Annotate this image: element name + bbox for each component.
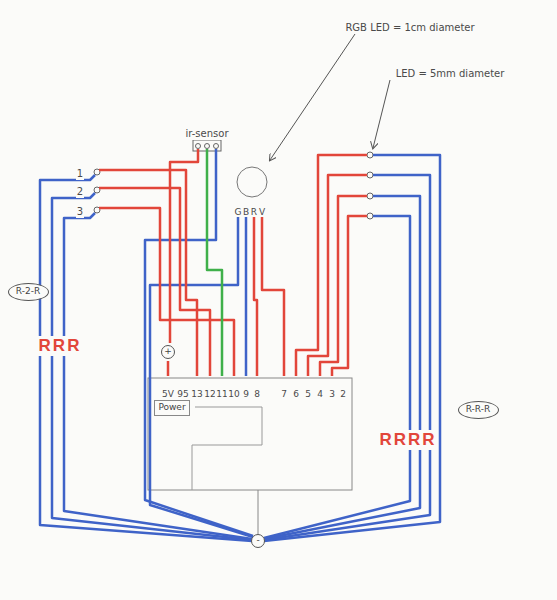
- pin-number-wrap: 95: [176, 382, 189, 401]
- resistor-note-wrap: RRRR: [378, 430, 437, 450]
- part-name: ir-sensor: [185, 128, 230, 140]
- pin-number: 3: [328, 389, 336, 399]
- led-number: 3: [76, 206, 84, 218]
- arduino-board: [148, 378, 352, 490]
- ground-terminal-text: -: [256, 536, 259, 546]
- rgb-led: [237, 167, 267, 197]
- resistor-tag: R-2-R: [8, 283, 49, 301]
- pin-number-wrap: 7: [280, 382, 288, 401]
- power-jack: Power: [154, 400, 190, 416]
- board-outline: [192, 407, 262, 490]
- ir-pin: [214, 144, 219, 149]
- power-jack-text: Power: [158, 403, 185, 413]
- pin-number-wrap: 4: [316, 382, 324, 401]
- ground-line: [258, 490, 259, 534]
- pin-number-wrap: 5: [304, 382, 312, 401]
- pin-number: 8: [253, 389, 261, 399]
- pin-number: 95: [176, 389, 189, 399]
- part-name-wrap: ir-sensor: [185, 122, 230, 141]
- pin-name: B: [242, 207, 250, 217]
- pin-number: 6: [292, 389, 300, 399]
- plus-terminal-text: +: [164, 347, 172, 357]
- plus-terminal: +: [161, 345, 175, 359]
- pin-number: 2: [339, 389, 347, 399]
- pin-number-wrap: 8: [253, 382, 261, 401]
- pin-number-wrap: 3: [328, 382, 336, 401]
- callout-note-wrap: RGB LED = 1cm diameter: [344, 16, 475, 35]
- pin-number-wrap: 13: [190, 382, 203, 401]
- resistor-tag: R-R-R: [458, 401, 499, 419]
- resistor-tag-text: R-R-R: [466, 405, 491, 415]
- ground-wires: [40, 149, 440, 541]
- pin-number: 9: [242, 389, 250, 399]
- pin-number: 5: [304, 389, 312, 399]
- pin-number: 4: [316, 389, 324, 399]
- pin-name: R: [250, 207, 258, 217]
- resistor-note: RRR: [38, 336, 83, 356]
- signal-wires: [99, 149, 367, 376]
- led-number: 1: [76, 168, 84, 180]
- callout-note: RGB LED = 1cm diameter: [344, 22, 475, 34]
- pin-number-wrap: 2: [339, 382, 347, 401]
- led-number-wrap: 2: [76, 180, 84, 199]
- pin-number-wrap: 6: [292, 382, 300, 401]
- data-wire: [207, 149, 222, 376]
- resistor-note-wrap: RRR: [38, 336, 83, 356]
- callout-note-wrap: LED = 5mm diameter: [395, 62, 506, 81]
- pin-number-wrap: 10: [227, 382, 240, 401]
- leader-arrow: [373, 80, 390, 148]
- pin-number: 13: [190, 389, 203, 399]
- pin-name: V: [258, 207, 266, 217]
- pin-number: 7: [280, 389, 288, 399]
- pin-number-wrap: 9: [242, 382, 250, 401]
- pin-name-wrap: B: [242, 200, 250, 219]
- resistor-note: RRRR: [378, 430, 437, 450]
- pin-number: 10: [227, 389, 240, 399]
- pin-number-wrap: 5V: [161, 382, 175, 401]
- led-number-wrap: 3: [76, 200, 84, 219]
- callout-note: LED = 5mm diameter: [395, 68, 506, 80]
- led-number: 2: [76, 186, 84, 198]
- ground-terminal: -: [251, 534, 265, 548]
- pin-name-wrap: R: [250, 200, 258, 219]
- ir-pin: [205, 144, 210, 149]
- pin-number: 5V: [161, 389, 175, 399]
- ir-pin: [196, 144, 201, 149]
- resistor-tag-text: R-2-R: [16, 287, 40, 297]
- leader-arrow: [270, 34, 355, 160]
- led-number-wrap: 1: [76, 162, 84, 181]
- pin-name-wrap: V: [258, 200, 266, 219]
